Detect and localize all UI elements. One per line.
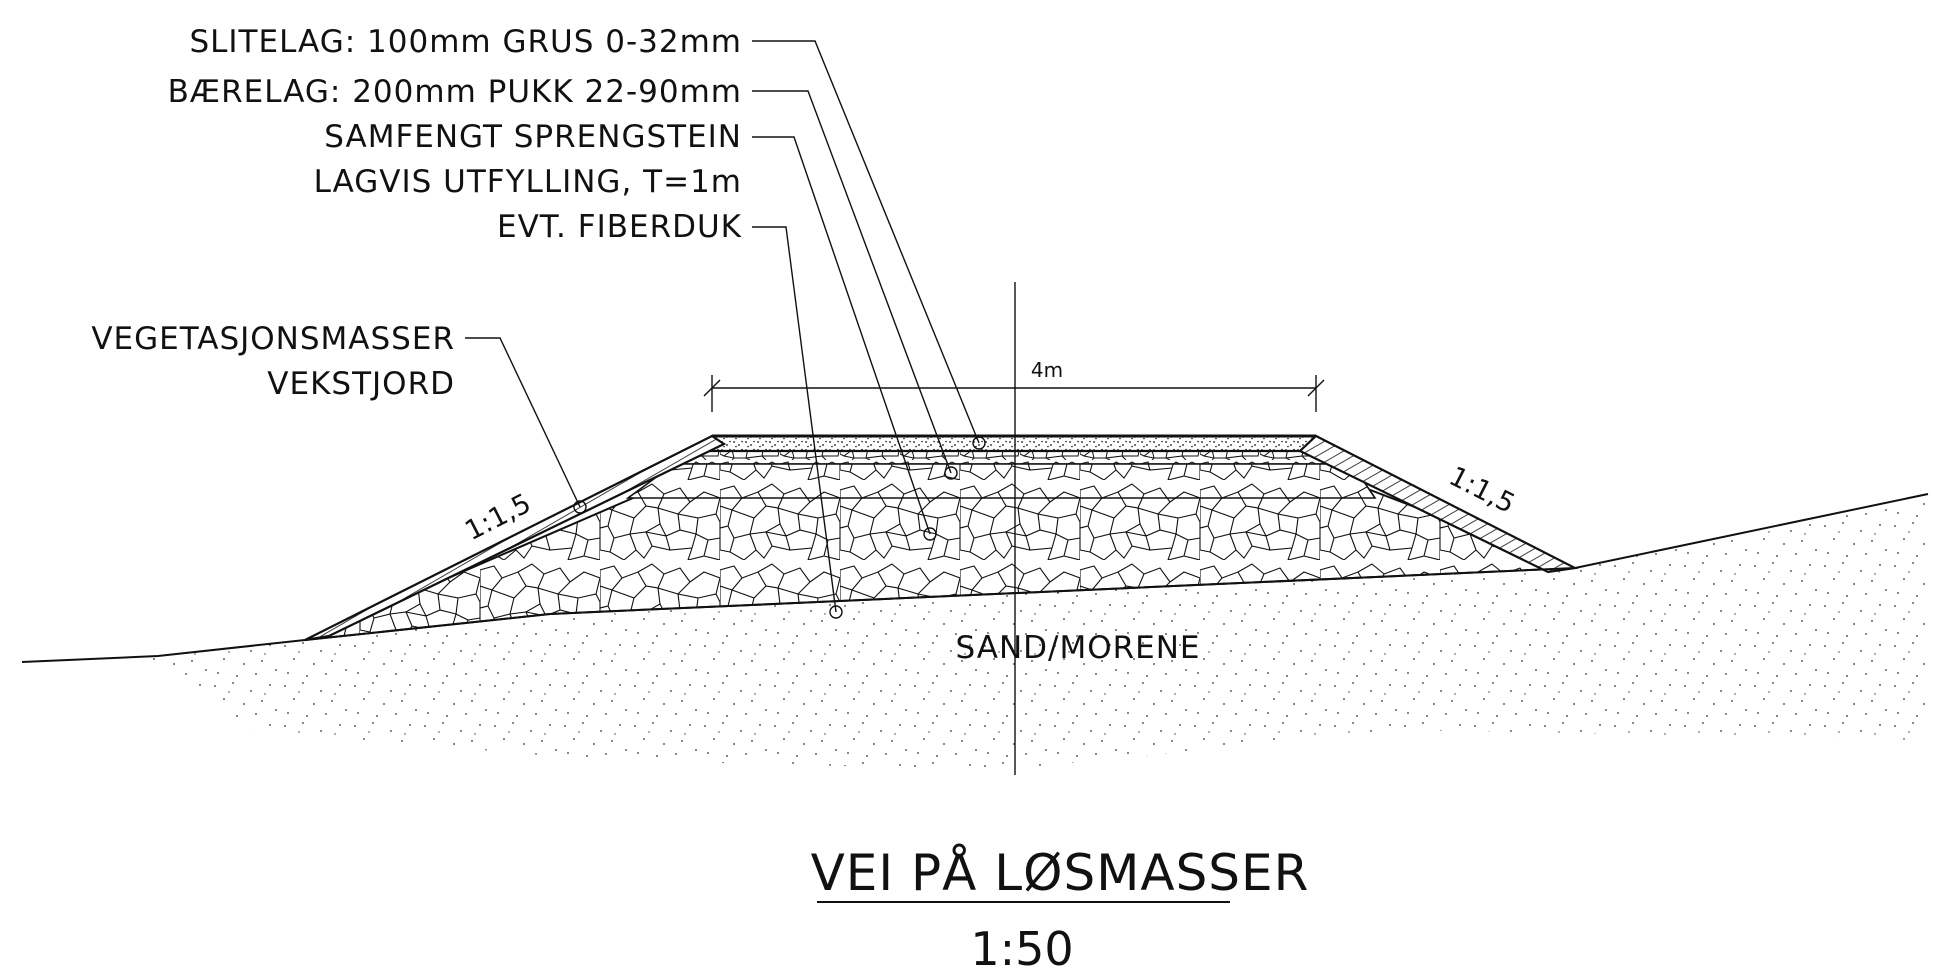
label-fiberduk: EVT. FIBERDUK bbox=[497, 209, 742, 245]
base-course-layer bbox=[673, 450, 1353, 465]
wearing-course-layer bbox=[686, 434, 1347, 453]
label-samfengt: SAMFENGT SPRENGSTEIN bbox=[324, 119, 742, 155]
vegetation-right-slope bbox=[1298, 434, 1579, 574]
drawing-scale: 1:50 bbox=[970, 922, 1073, 976]
ground-line bbox=[21, 493, 1929, 663]
label-sand: SAND/MORENE bbox=[955, 630, 1200, 666]
label-vekstjord: VEKSTJORD bbox=[267, 366, 455, 402]
label-slitelag: SLITELAG: 100mm GRUS 0-32mm bbox=[189, 24, 742, 60]
label-baerelag: BÆRELAG: 200mm PUKK 22-90mm bbox=[168, 74, 742, 110]
leader-lines bbox=[465, 40, 986, 619]
label-lagvis: LAGVIS UTFYLLING, T=1m bbox=[314, 164, 742, 200]
label-vegetasjon: VEGETASJONSMASSER bbox=[91, 321, 455, 357]
base-course-layer-2 bbox=[625, 463, 1377, 499]
drawing-title: VEI PÅ LØSMASSER bbox=[811, 844, 1310, 902]
dimension-label: 4m bbox=[1031, 358, 1063, 382]
dimension-4m: 4m bbox=[703, 358, 1325, 412]
